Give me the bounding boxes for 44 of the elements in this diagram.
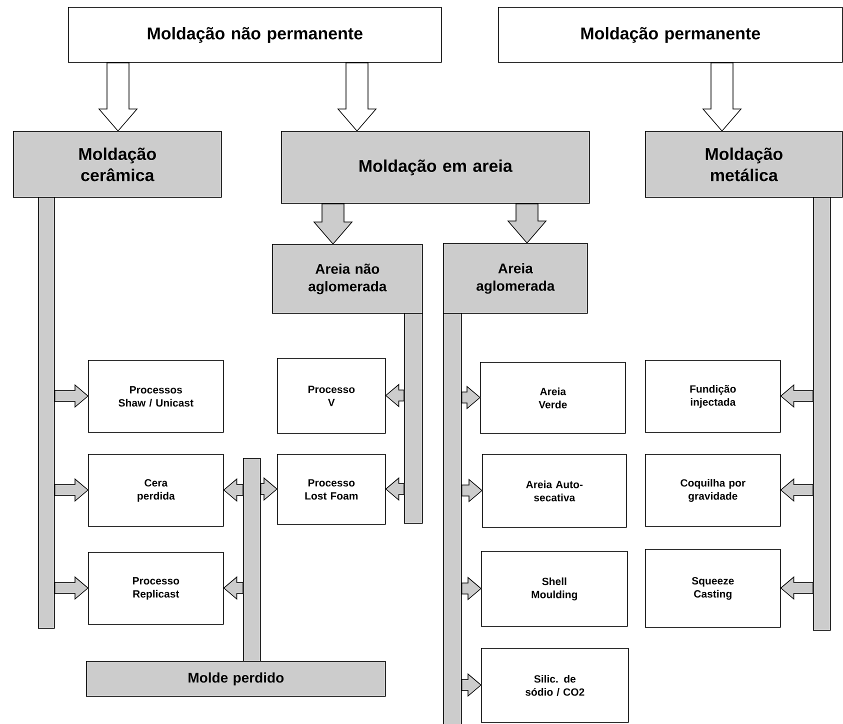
process-box: Processo V [277,358,386,434]
block-arrow [461,478,483,502]
process-box: Shell Moulding [481,551,628,627]
block-arrow [337,62,377,132]
block-arrow [98,62,138,132]
block-arrow [461,576,482,600]
category-box: Moldação não permanente [68,7,442,63]
block-arrow [223,576,244,600]
process-box: Silic. de sódio / CO2 [481,648,629,723]
block-arrow [461,673,482,697]
header-box: Moldação metálica [645,131,843,198]
block-arrow [385,384,404,408]
process-box: Fundição injectada [645,360,781,433]
process-box: Processo Replicast [88,552,224,625]
vertical-bar [38,197,55,629]
header-box: Areia não aglomerada [272,244,423,314]
block-arrow [54,384,89,408]
block-arrow [507,203,547,244]
process-box: Processo Lost Foam [277,454,386,525]
block-arrow [223,478,244,502]
block-arrow [54,478,89,502]
process-box: Areia Auto-secativa [482,454,627,528]
vertical-bar [404,313,423,524]
block-arrow [461,386,481,410]
process-box: Coquilha por gravidade [645,454,781,527]
block-arrow [313,203,353,245]
block-arrow [260,477,278,501]
block-arrow [385,477,404,501]
vertical-bar [243,458,261,662]
category-box: Moldação permanente [498,7,843,63]
header-box: Moldação cerâmica [13,131,222,198]
vertical-bar [813,197,831,631]
block-arrow [702,62,742,132]
block-arrow [780,478,814,502]
block-arrow [780,384,814,408]
process-box: Processos Shaw / Unicast [88,360,224,433]
header-box: Moldação em areia [281,131,590,204]
process-box: Cera perdida [88,454,224,527]
block-arrow [780,576,814,600]
process-box: Areia Verde [480,362,626,434]
block-arrow [54,576,89,600]
process-box: Squeeze Casting [645,549,781,628]
header-box: Areia aglomerada [443,243,588,314]
vertical-bar [443,313,462,724]
